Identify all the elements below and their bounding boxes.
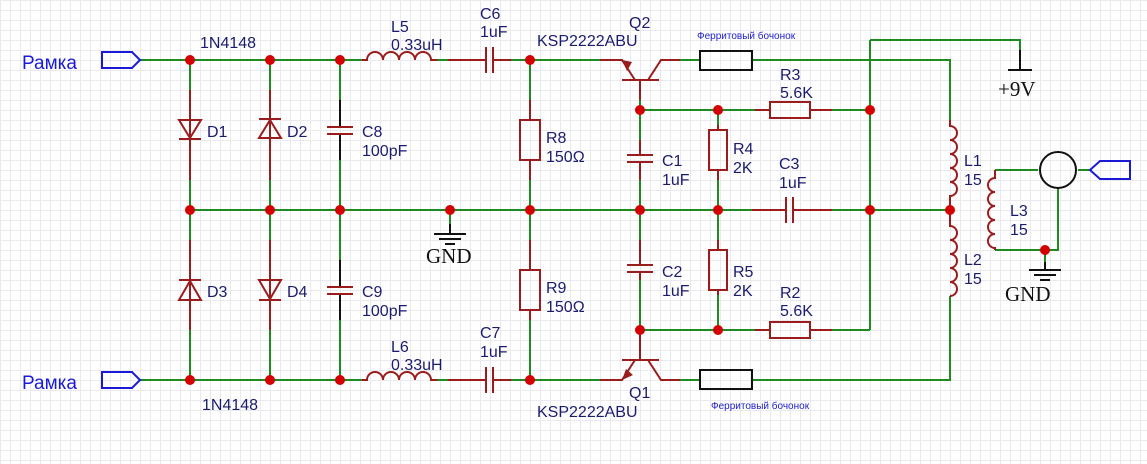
svg-text:5.6K: 5.6K	[780, 85, 813, 102]
diode-d2[interactable]: D2	[257, 90, 308, 180]
transistor-q1[interactable]: Q1 KSP2222ABU	[537, 330, 680, 421]
svg-text:R2: R2	[780, 285, 801, 302]
ferrite-bead-bottom[interactable]: Ферритовый бочонок	[699, 369, 810, 412]
resistor-r8[interactable]: R8 150Ω	[519, 100, 585, 180]
gnd-label-right: GND	[1005, 282, 1051, 306]
svg-text:L5: L5	[391, 19, 409, 36]
capacitor-c8[interactable]: C8 100pF	[327, 100, 408, 160]
output-port[interactable]	[1088, 160, 1131, 180]
svg-text:C7: C7	[480, 325, 501, 342]
diode-part-bottom: 1N4148	[202, 397, 258, 414]
svg-text:C2: C2	[662, 264, 683, 281]
port-label-top: Рамка	[22, 53, 77, 74]
inductor-l3[interactable]: L3 15	[987, 170, 1028, 250]
svg-text:15: 15	[1010, 222, 1028, 239]
svg-text:C6: C6	[480, 6, 501, 23]
svg-text:Q2: Q2	[629, 15, 650, 32]
coax-connector[interactable]	[1039, 151, 1077, 189]
svg-text:R4: R4	[733, 141, 754, 158]
diode-part-top: 1N4148	[200, 35, 256, 52]
svg-text:150Ω: 150Ω	[546, 149, 585, 166]
inductor-l2[interactable]: L2 15	[949, 210, 982, 297]
svg-text:KSP2222ABU: KSP2222ABU	[537, 404, 638, 421]
svg-text:L3: L3	[1010, 203, 1028, 220]
svg-text:D4: D4	[287, 284, 308, 301]
svg-text:1uF: 1uF	[480, 24, 508, 41]
svg-text:D1: D1	[207, 124, 228, 141]
vcc-label: +9V	[998, 77, 1036, 101]
svg-text:15: 15	[964, 172, 982, 189]
svg-text:R3: R3	[780, 67, 801, 84]
svg-text:1uF: 1uF	[662, 283, 690, 300]
svg-text:0.33uH: 0.33uH	[391, 357, 443, 374]
svg-text:R8: R8	[546, 130, 567, 147]
svg-text:2K: 2K	[733, 283, 753, 300]
diode-d3[interactable]: D3	[177, 240, 228, 330]
svg-text:D3: D3	[207, 284, 228, 301]
svg-text:0.33uH: 0.33uH	[391, 37, 443, 54]
svg-text:L6: L6	[391, 339, 409, 356]
inductor-l5[interactable]: L5 0.33uH	[362, 19, 443, 61]
svg-text:Ферритовый бочонок: Ферритовый бочонок	[697, 30, 796, 42]
svg-text:R9: R9	[546, 280, 567, 297]
svg-text:150Ω: 150Ω	[546, 299, 585, 316]
resistor-r5[interactable]: R5 2K	[708, 240, 754, 300]
transistor-q2[interactable]: Q2 KSP2222ABU	[537, 15, 680, 100]
resistor-r2[interactable]: R2 5.6K	[755, 285, 832, 339]
resistor-r9[interactable]: R9 150Ω	[519, 240, 585, 320]
capacitor-c3[interactable]: C3 1uF	[752, 156, 832, 223]
svg-text:Q1: Q1	[629, 385, 650, 402]
svg-text:C8: C8	[362, 124, 383, 141]
svg-text:C3: C3	[779, 156, 800, 173]
svg-text:2K: 2K	[733, 160, 753, 177]
svg-text:100pF: 100pF	[362, 143, 408, 160]
ferrite-bead-top[interactable]: Ферритовый бочонок	[697, 30, 796, 71]
svg-text:100pF: 100pF	[362, 303, 408, 320]
inductor-l1[interactable]: L1 15	[949, 120, 982, 210]
svg-text:L1: L1	[964, 153, 982, 170]
svg-text:15: 15	[964, 271, 982, 288]
svg-text:Ферритовый бочонок: Ферритовый бочонок	[711, 400, 810, 412]
svg-text:C9: C9	[362, 284, 383, 301]
svg-text:D2: D2	[287, 124, 308, 141]
vcc-symbol: +9V	[998, 50, 1036, 101]
input-port-top[interactable]: Рамка	[22, 51, 142, 74]
svg-text:5.6K: 5.6K	[780, 303, 813, 320]
resistor-r3[interactable]: R3 5.6K	[755, 67, 832, 119]
svg-text:KSP2222ABU: KSP2222ABU	[537, 33, 638, 50]
capacitor-c7[interactable]: C7 1uF	[448, 325, 511, 393]
gnd-label-center: GND	[426, 244, 472, 268]
capacitor-c6[interactable]: C6 1uF	[448, 6, 511, 73]
resistor-r4[interactable]: R4 2K	[708, 125, 754, 180]
svg-text:C1: C1	[662, 153, 683, 170]
input-port-bottom[interactable]: Рамка	[22, 371, 142, 394]
diode-d1[interactable]: D1	[177, 90, 228, 180]
gnd-symbol-center: GND	[426, 224, 472, 268]
svg-text:1uF: 1uF	[662, 172, 690, 189]
svg-text:R5: R5	[733, 264, 754, 281]
port-label-bottom: Рамка	[22, 373, 77, 394]
capacitor-c2[interactable]: C2 1uF	[627, 240, 690, 300]
capacitor-c1[interactable]: C1 1uF	[627, 140, 690, 189]
svg-text:1uF: 1uF	[480, 344, 508, 361]
inductor-l6[interactable]: L6 0.33uH	[362, 339, 443, 381]
capacitor-c9[interactable]: C9 100pF	[327, 260, 408, 320]
svg-text:L2: L2	[964, 252, 982, 269]
svg-text:1uF: 1uF	[779, 175, 807, 192]
junctions	[185, 55, 1050, 385]
diode-d4[interactable]: D4	[257, 240, 308, 330]
gnd-symbol-right: GND	[1005, 262, 1061, 306]
